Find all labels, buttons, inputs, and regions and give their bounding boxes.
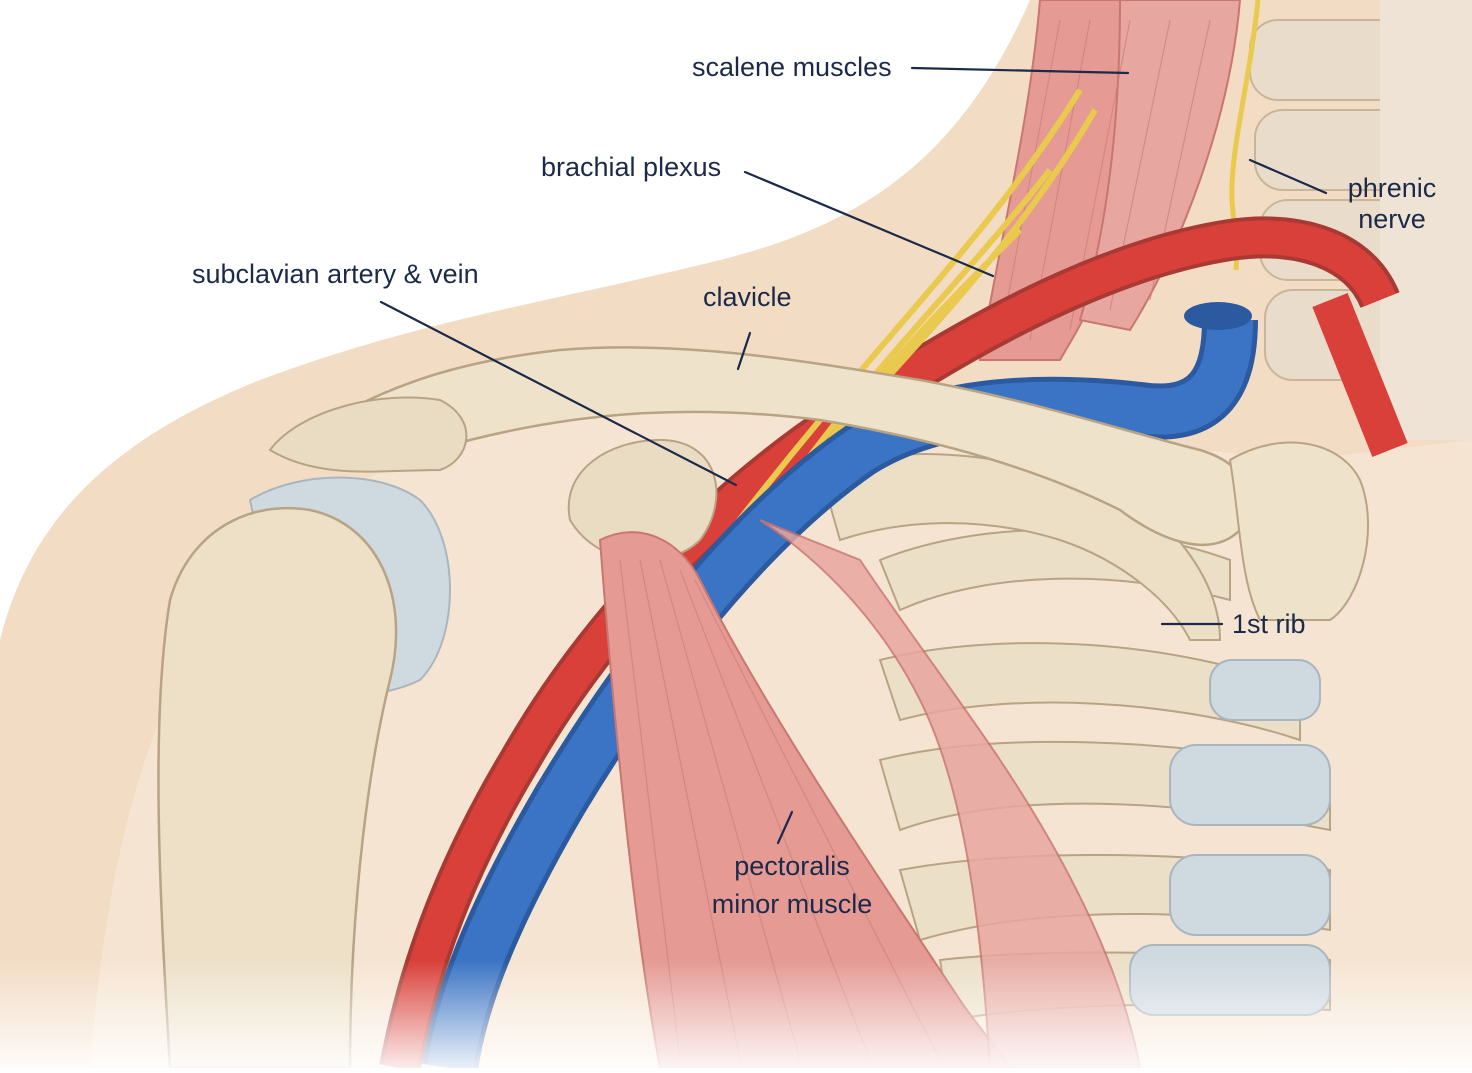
label-brachial-plexus: brachial plexus	[541, 152, 721, 182]
artery-branch	[1312, 292, 1408, 458]
label-first-rib: 1st rib	[1232, 609, 1306, 639]
sternum	[1228, 441, 1369, 621]
label-phrenic-nerve-2: nerve	[1358, 204, 1426, 234]
leader-lines	[379, 66, 1328, 845]
label-phrenic-nerve-1: phrenic	[1348, 173, 1437, 203]
label-scalene-muscles: scalene muscles	[692, 52, 892, 82]
leader-clavicle	[736, 331, 752, 371]
leader-subclavian	[379, 300, 738, 487]
leader-pectoralis	[776, 810, 794, 845]
label-subclavian-artery-vein: subclavian artery & vein	[192, 259, 479, 289]
rib-5-cartilage	[1169, 854, 1331, 936]
rib-3-cartilage	[1209, 659, 1321, 721]
label-pectoralis-2: minor muscle	[712, 889, 873, 919]
leader-phrenic	[1248, 158, 1328, 195]
bottom-fade	[0, 960, 1472, 1068]
vein-stump	[1184, 302, 1252, 330]
humerus	[157, 506, 398, 1070]
label-pectoralis-1: pectoralis	[734, 851, 850, 881]
leader-scalene	[910, 66, 1130, 75]
leader-brachial	[743, 170, 995, 278]
rib-4-cartilage	[1169, 744, 1331, 826]
acromion	[268, 396, 468, 473]
rib-3	[878, 642, 1301, 742]
label-clavicle: clavicle	[703, 282, 792, 312]
